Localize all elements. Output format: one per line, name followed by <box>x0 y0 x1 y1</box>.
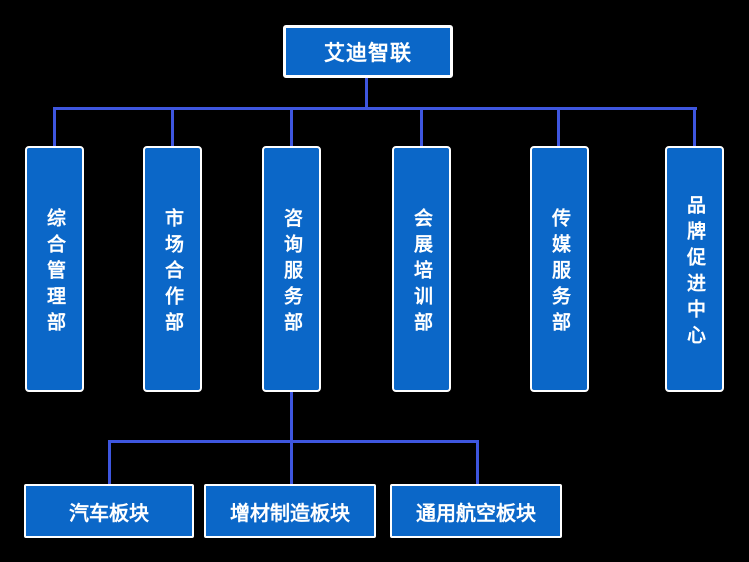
dept-node-label: 综合管理部 <box>44 207 65 338</box>
connector-drop-sub-3 <box>476 442 479 485</box>
dept-node-comprehensive-management: 综合管理部 <box>25 146 84 392</box>
dept-node-media-service: 传媒服务部 <box>530 146 589 392</box>
connector-consulting-drop <box>290 391 293 442</box>
connector-drop-sub-2 <box>290 442 293 485</box>
dept-node-brand-promotion-center: 品牌促进中心 <box>665 146 724 392</box>
sub-node-label: 汽车板块 <box>69 502 149 525</box>
connector-drop-dept-2 <box>171 109 174 147</box>
root-node-company: 艾迪智联 <box>283 25 453 78</box>
connector-level2-bus <box>108 440 479 443</box>
connector-drop-dept-3 <box>290 109 293 147</box>
sub-node-automotive: 汽车板块 <box>24 484 194 538</box>
sub-node-general-aviation: 通用航空板块 <box>390 484 562 538</box>
dept-node-label: 品牌促进中心 <box>684 194 705 351</box>
dept-node-market-cooperation: 市场合作部 <box>143 146 202 392</box>
sub-node-label: 增材制造板块 <box>230 502 350 525</box>
sub-node-label: 通用航空板块 <box>416 502 536 525</box>
dept-node-label: 会展培训部 <box>411 207 432 338</box>
connector-drop-sub-1 <box>108 442 111 485</box>
dept-node-label: 咨询服务部 <box>281 207 302 338</box>
connector-level1-bus <box>53 107 697 110</box>
sub-node-additive-manufacturing: 增材制造板块 <box>204 484 376 538</box>
dept-node-consulting-service: 咨询服务部 <box>262 146 321 392</box>
dept-node-label: 市场合作部 <box>162 207 183 338</box>
connector-drop-dept-5 <box>557 109 560 147</box>
dept-node-exhibition-training: 会展培训部 <box>392 146 451 392</box>
root-node-label: 艾迪智联 <box>324 41 412 65</box>
dept-node-label: 传媒服务部 <box>549 207 570 338</box>
connector-root-drop <box>365 77 368 110</box>
connector-drop-dept-1 <box>53 109 56 147</box>
connector-drop-dept-6 <box>693 109 696 147</box>
connector-drop-dept-4 <box>420 109 423 147</box>
